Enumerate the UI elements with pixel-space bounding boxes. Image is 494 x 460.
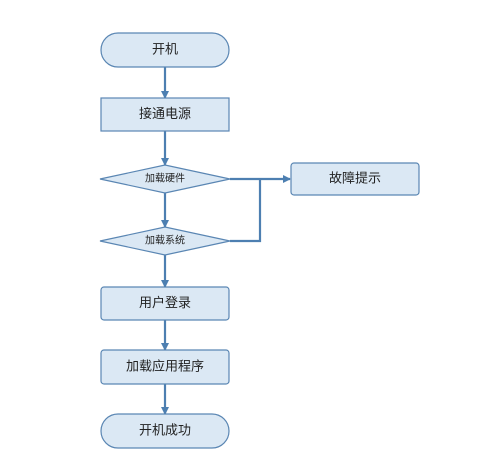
node-user-login: 用户登录 xyxy=(100,286,230,321)
node-boot-success: 开机成功 xyxy=(100,413,230,449)
node-label: 加载系统 xyxy=(145,234,185,247)
node-label: 开机成功 xyxy=(139,424,191,439)
node-load-apps: 加载应用程序 xyxy=(100,349,230,385)
node-label: 用户登录 xyxy=(139,295,191,311)
node-label: 故障提示 xyxy=(329,171,381,187)
node-connect-power: 接通电源 xyxy=(100,97,230,132)
edge-system-fault xyxy=(230,179,262,243)
node-label: 接通电源 xyxy=(139,106,191,122)
node-fault-prompt: 故障提示 xyxy=(290,162,420,196)
node-label: 加载应用程序 xyxy=(126,359,204,375)
node-label: 加载硬件 xyxy=(145,173,185,185)
node-load-hardware: 加载硬件 xyxy=(99,164,231,194)
node-power-on: 开机 xyxy=(100,32,230,68)
node-label: 开机 xyxy=(152,43,178,58)
node-load-system: 加载系统 xyxy=(99,226,231,256)
edges xyxy=(161,67,291,415)
